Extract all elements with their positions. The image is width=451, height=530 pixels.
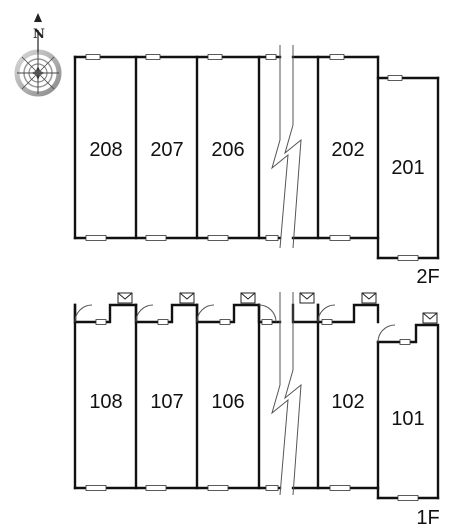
unit-101-label: 101 <box>391 408 424 430</box>
unit-208-label: 208 <box>89 139 122 161</box>
floor-2f: 208 207 206 202 201 2F <box>73 45 440 288</box>
unit-207-label: 207 <box>150 139 183 161</box>
floor-2f-label: 2F <box>416 266 439 288</box>
unit-201-label: 201 <box>391 157 424 179</box>
north-label: N <box>33 27 45 42</box>
floor-1f: 108 107 106 102 101 1F <box>73 292 440 529</box>
unit-107-label: 107 <box>150 391 183 413</box>
unit-106-label: 106 <box>211 391 244 413</box>
north-arrow-icon <box>34 13 42 22</box>
unit-206-label: 206 <box>211 139 244 161</box>
unit-202-label: 202 <box>331 139 364 161</box>
compass-icon <box>14 13 62 97</box>
unit-102-label: 102 <box>331 391 364 413</box>
meter-box-icon <box>117 292 438 324</box>
floor-1f-label: 1F <box>416 507 439 529</box>
unit-108-label: 108 <box>89 391 122 413</box>
